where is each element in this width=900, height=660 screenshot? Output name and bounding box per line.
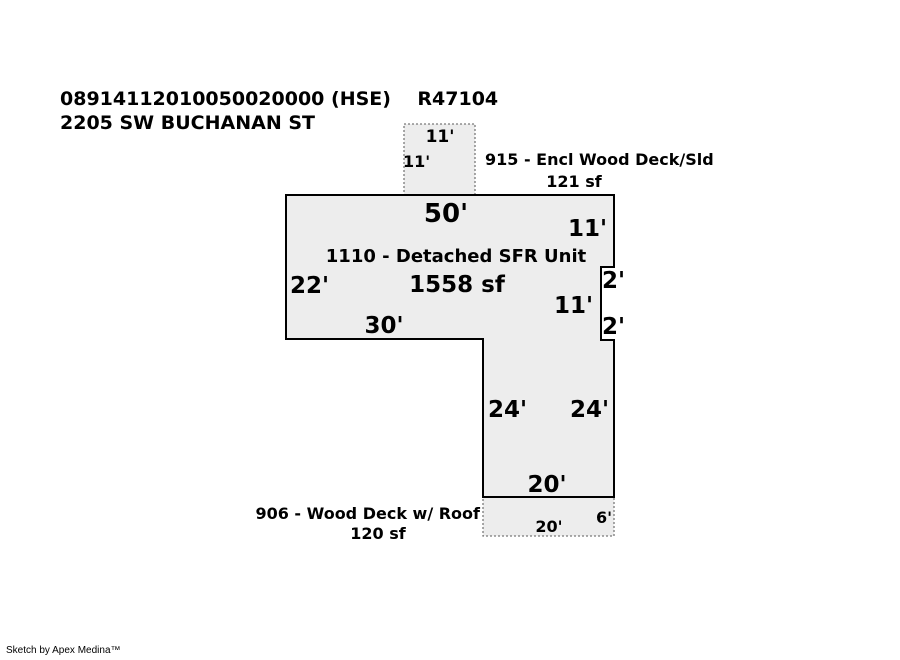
sketch-credit: Sketch by Apex Medina™	[6, 645, 121, 656]
main-dim-inner-left: 24'	[488, 397, 527, 423]
main-label: 1110 - Detached SFR Unit	[326, 246, 587, 267]
main-building-shape	[285, 194, 615, 498]
main-dim-right-upper: 11'	[568, 216, 607, 242]
encl-deck-label: 915 - Encl Wood Deck/Sld	[485, 150, 714, 169]
wood-deck-dim-width: 20'	[535, 517, 562, 536]
main-dim-inner-bottom: 30'	[364, 313, 403, 339]
encl-deck-dim-left: 11'	[403, 152, 430, 171]
main-dim-bottom: 20'	[527, 472, 566, 498]
encl-deck-area: 121 sf	[546, 172, 602, 191]
encl-deck-dim-top: 11'	[426, 127, 455, 147]
parcel-id-line: 08914112010050020000 (HSE) R47104	[60, 88, 499, 110]
main-dim-top: 50'	[424, 199, 468, 229]
main-dim-right-lower: 24'	[570, 397, 609, 423]
encl-deck-shape	[403, 123, 476, 196]
main-area: 1558 sf	[409, 272, 506, 298]
property-address: 2205 SW BUCHANAN ST	[60, 112, 315, 134]
wood-deck-label: 906 - Wood Deck w/ Roof	[255, 504, 481, 523]
notch-dim-bottom: 2'	[602, 314, 625, 340]
wood-deck-shape	[482, 496, 615, 537]
main-dim-right-mid: 11'	[554, 293, 593, 319]
main-dim-left: 22'	[290, 273, 329, 299]
wood-deck-dim-height: 6'	[596, 508, 612, 527]
wood-deck-area: 120 sf	[350, 524, 406, 543]
notch-dim-top: 2'	[602, 268, 625, 294]
